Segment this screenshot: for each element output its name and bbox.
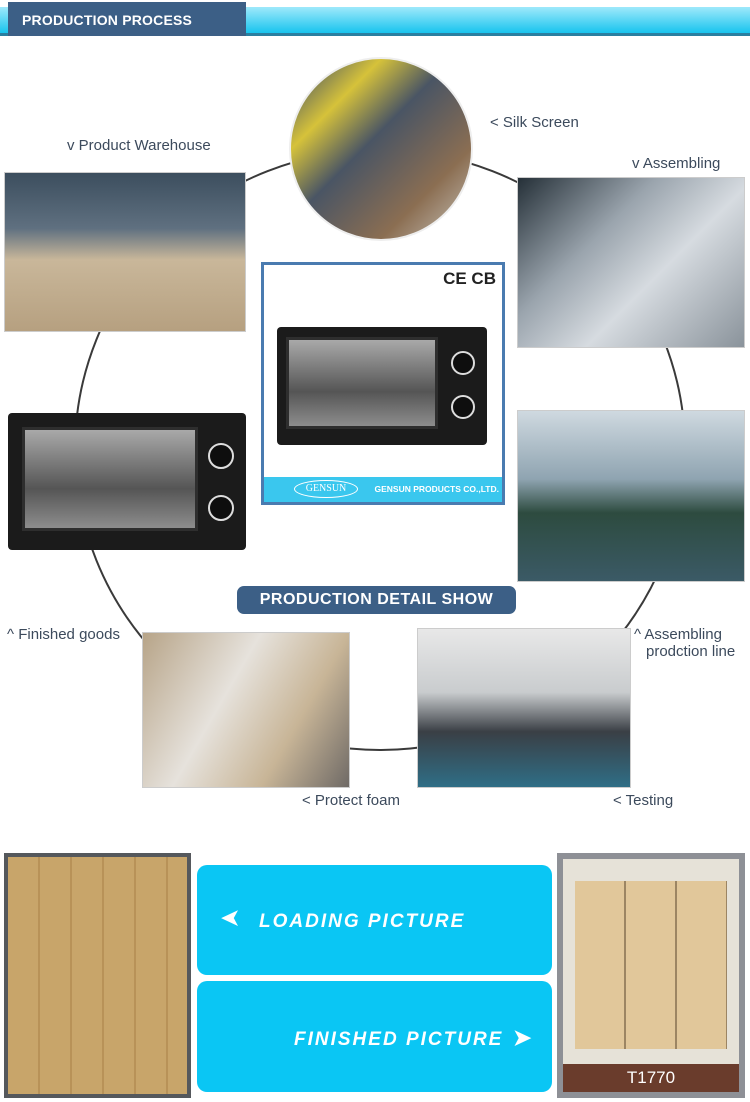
silk-screen-photo (289, 57, 473, 241)
assembling-photo (517, 177, 745, 348)
finished-picture-button[interactable]: FINISHED PICTURE ➤ (197, 981, 552, 1092)
brand-strip: GENSUN GENSUN PRODUCTS CO.,LTD. (264, 477, 502, 502)
certification-marks: CE CB (443, 269, 496, 288)
label-protect-foam: < Protect foam (302, 792, 400, 809)
assembling-line-photo (517, 410, 745, 582)
finished-truck-photo: T1770 (557, 853, 745, 1098)
warehouse-photo (4, 172, 246, 332)
testing-photo (417, 628, 631, 788)
product-card: CE CB GENSUN GENSUN PRODUCTS CO.,LTD. (261, 262, 505, 505)
label-assembling: v Assembling (632, 155, 721, 172)
protect-foam-photo (142, 632, 350, 788)
arrow-right-icon: ➤ (513, 1025, 534, 1050)
arrow-left-icon: ➤ (219, 905, 240, 930)
oven-image (277, 327, 487, 445)
label-assembling-line-2: prodction line (646, 643, 736, 660)
finished-oven-image (8, 413, 246, 550)
label-finished-goods: ^ Finished goods (7, 626, 120, 643)
loading-photo (4, 853, 191, 1098)
finished-picture-label: FINISHED PICTURE (294, 1029, 504, 1050)
company-name: GENSUN PRODUCTS CO.,LTD. (374, 484, 499, 494)
truck-plate: T1770 (563, 1064, 739, 1092)
loading-picture-button[interactable]: ➤ LOADING PICTURE (197, 865, 552, 975)
production-detail-badge: PRODUCTION DETAIL SHOW (237, 586, 516, 614)
label-product-warehouse: v Product Warehouse (67, 137, 211, 154)
label-silk-screen: < Silk Screen (490, 114, 579, 131)
label-assembling-line: ^ Assembling (634, 626, 722, 643)
label-testing: < Testing (613, 792, 674, 809)
loading-picture-label: LOADING PICTURE (259, 911, 466, 932)
gensun-logo: GENSUN (294, 480, 358, 498)
section-title: PRODUCTION PROCESS (8, 2, 246, 36)
